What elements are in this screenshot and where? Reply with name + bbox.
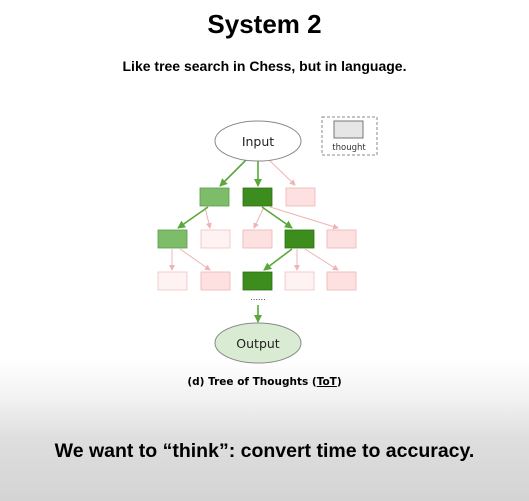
thought-node-dark-green: [242, 271, 273, 291]
thought-node-pink: [242, 229, 273, 249]
output-node: [214, 322, 302, 364]
thought-node-mid-green: [157, 229, 188, 249]
thought-node-dark-green: [242, 187, 273, 207]
output-node-label: Output: [236, 336, 280, 351]
legend-thought-label: thought: [332, 143, 366, 153]
thought-node-pink: [285, 187, 316, 207]
diagram-caption: (d) Tree of Thoughts (ToT): [0, 376, 529, 388]
unexplored-edges: [169, 158, 339, 271]
input-node: [214, 120, 302, 162]
ellipsis-text: ......: [250, 293, 265, 302]
bottom-statement: We want to “think”: convert time to accu…: [54, 440, 475, 462]
legend-thought-swatch: [333, 120, 364, 139]
thought-node-pink: [326, 271, 357, 291]
thought-node-pink: [326, 229, 357, 249]
thought-node-pink: [200, 271, 231, 291]
thought-node-pale-pink: [157, 271, 188, 291]
caption-abbreviation: ToT: [316, 376, 337, 388]
slide-subtitle: Like tree search in Chess, but in langua…: [122, 58, 407, 74]
thought-node-pale-pink: [284, 271, 315, 291]
thought-node-dark-green: [284, 229, 315, 249]
thought-node-mid-green: [199, 187, 230, 207]
thought-node-pale-pink: [200, 229, 231, 249]
caption-prefix: (d) Tree of Thoughts (: [187, 376, 317, 388]
caption-suffix: ): [336, 376, 342, 388]
selected-path-edges: [177, 159, 293, 323]
input-node-label: Input: [242, 134, 274, 149]
slide-title: System 2: [207, 9, 322, 39]
